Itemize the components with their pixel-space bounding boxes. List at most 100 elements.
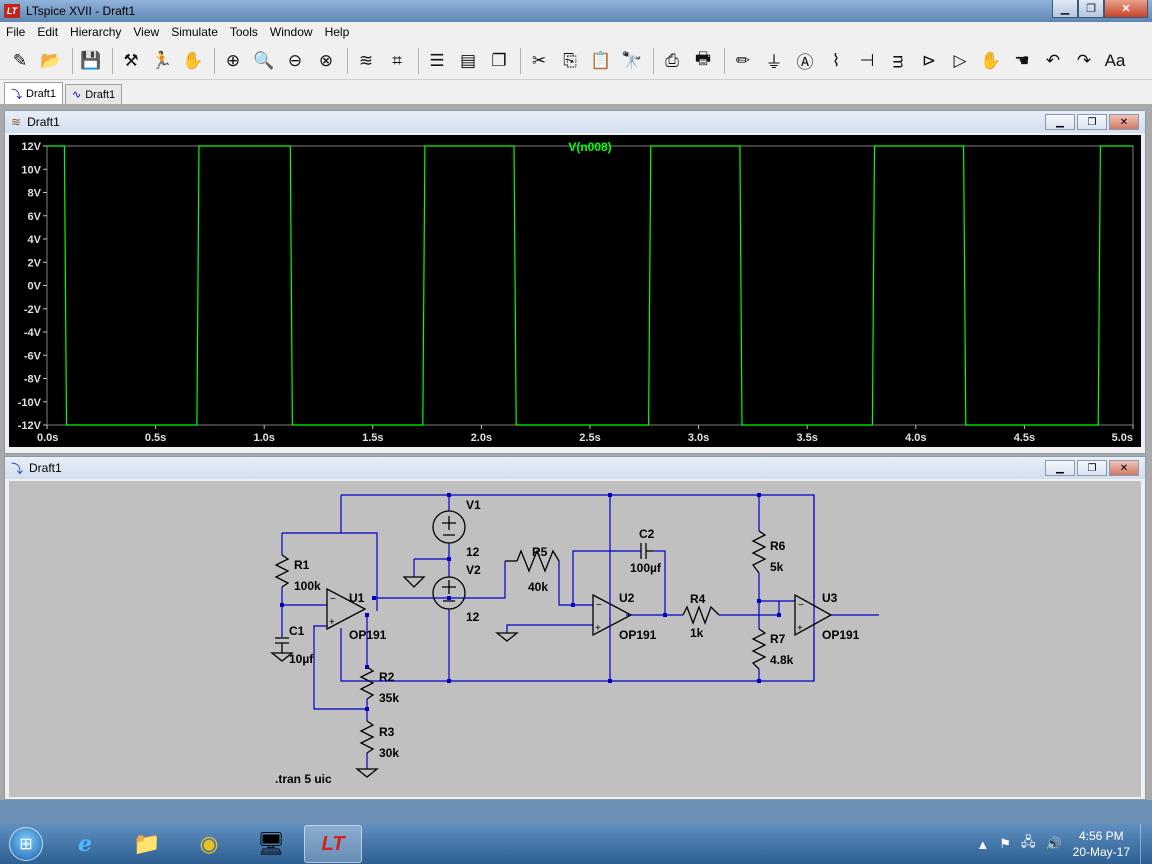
r3-label[interactable]: R3 [379, 725, 395, 739]
schematic-canvas[interactable]: −+ −+ −+ V1 12 V2 12 R1 100k C1 10µf U1 … [9, 481, 1141, 797]
label-net-icon[interactable]: Ⓐ [796, 53, 814, 72]
schematic-minimize-button[interactable]: ▁ [1045, 460, 1075, 476]
save-icon[interactable]: 💾 [80, 50, 102, 70]
r1-value[interactable]: 100k [294, 579, 321, 593]
find-icon[interactable]: 🔭 [621, 50, 643, 70]
schematic-svg[interactable]: −+ −+ −+ V1 12 V2 12 R1 100k C1 10µf U1 … [9, 481, 1141, 797]
volume-icon[interactable]: 🔊 [1045, 836, 1062, 851]
spice-directive[interactable]: .tran 5 uic [275, 772, 332, 786]
r4-label[interactable]: R4 [690, 592, 706, 606]
zoom-out-icon[interactable]: ⊖ [287, 50, 303, 70]
copy-icon[interactable]: ⎘ [563, 50, 577, 70]
show-hidden-icons-icon[interactable]: ▲ [976, 836, 990, 852]
restore-button[interactable]: ❐ [1078, 0, 1104, 18]
menu-edit[interactable]: Edit [37, 25, 59, 39]
r7-label[interactable]: R7 [770, 632, 786, 646]
waveform-restore-button[interactable]: ❐ [1077, 114, 1107, 130]
inductor-icon[interactable]: ᴟ [892, 50, 904, 70]
control-panel-icon[interactable]: ⚒ [123, 50, 139, 70]
start-button[interactable]: ⊞ [0, 824, 52, 864]
drag-icon[interactable]: ☚ [1014, 50, 1030, 70]
menu-simulate[interactable]: Simulate [171, 25, 218, 39]
ground-icon[interactable]: ⏚ [765, 53, 783, 72]
cascade-icon[interactable]: ❐ [491, 50, 507, 70]
u2-value[interactable]: OP191 [619, 628, 657, 642]
r6-label[interactable]: R6 [770, 539, 786, 553]
menu-window[interactable]: Window [269, 25, 313, 39]
chrome-icon[interactable]: ◉ [199, 831, 219, 856]
v1-label[interactable]: V1 [466, 498, 481, 512]
open-icon[interactable]: 📂 [40, 50, 62, 70]
zoom-fit-icon[interactable]: ⊗ [318, 50, 334, 70]
waveform-close-button[interactable]: ✕ [1109, 114, 1139, 130]
diode-icon[interactable]: ⊳ [921, 50, 937, 70]
c2-value[interactable]: 100µf [630, 561, 662, 575]
move-icon[interactable]: ✋ [980, 50, 1002, 70]
r5-label[interactable]: R5 [532, 545, 548, 559]
network-icon[interactable]: 🖧 [1020, 834, 1036, 849]
action-center-icon[interactable]: ⚑ [999, 836, 1011, 851]
r7-value[interactable]: 4.8k [770, 653, 794, 667]
c1-label[interactable]: C1 [289, 624, 305, 638]
v1-value[interactable]: 12 [466, 545, 480, 559]
trace-label[interactable]: V(n008) [568, 140, 611, 154]
menu-file[interactable]: File [6, 25, 26, 39]
waveform-svg[interactable]: V(n008)12V10V8V6V4V2V0V-2V-4V-6V-8V-10V-… [9, 135, 1141, 447]
schematic-window-titlebar[interactable]: ⤵ Draft1 ▁ ❐ ✕ [5, 457, 1145, 479]
autorange-icon[interactable]: ≋ [358, 50, 374, 70]
menu-help[interactable]: Help [324, 25, 350, 39]
menu-view[interactable]: View [133, 25, 160, 39]
doc-tab[interactable]: ∿Draft1 [64, 84, 123, 104]
undo-icon[interactable]: ↶ [1045, 50, 1061, 70]
tile-vertical-icon[interactable]: ▤ [459, 50, 477, 70]
close-button[interactable]: ✕ [1104, 0, 1148, 18]
v2-label[interactable]: V2 [466, 563, 481, 577]
new-schematic-icon[interactable]: ✎ [12, 50, 28, 70]
pan-icon[interactable]: 🔍 [253, 50, 275, 70]
schematic-close-button[interactable]: ✕ [1109, 460, 1139, 476]
grid-icon[interactable]: ⌗ [392, 50, 402, 70]
u3-value[interactable]: OP191 [822, 628, 860, 642]
c1-value[interactable]: 10µf [289, 652, 314, 666]
cut-icon[interactable]: ✂ [531, 50, 547, 70]
resistor-icon[interactable]: ⌇ [831, 50, 841, 70]
doc-tab[interactable]: ⤵Draft1 [4, 82, 63, 104]
c2-label[interactable]: C2 [639, 527, 655, 541]
component-icon[interactable]: ▷ [953, 50, 967, 70]
print-icon[interactable]: 🖶 [694, 49, 712, 68]
wire-icon[interactable]: ✏ [735, 50, 751, 70]
r2-value[interactable]: 35k [379, 691, 399, 705]
capacitor-icon[interactable]: ⊣ [859, 50, 875, 70]
tile-horizontal-icon[interactable]: ☰ [429, 50, 445, 70]
text-icon[interactable]: Aa [1104, 50, 1126, 70]
print-preview-icon[interactable]: ⎙ [665, 50, 679, 70]
run-icon[interactable]: 🏃 [151, 50, 173, 70]
u1-label[interactable]: U1 [349, 591, 365, 605]
series-line-v-n008[interactable] [47, 145, 1133, 426]
redo-icon[interactable]: ↷ [1076, 50, 1092, 70]
clock[interactable]: 4:56 PM 20-May-17 [1073, 828, 1130, 860]
r5-value[interactable]: 40k [528, 580, 548, 594]
paste-icon[interactable]: 📋 [590, 50, 612, 70]
r1-label[interactable]: R1 [294, 558, 310, 572]
r6-value[interactable]: 5k [770, 560, 784, 574]
minimize-button[interactable]: ▁ [1052, 0, 1078, 18]
schematic-restore-button[interactable]: ❐ [1077, 460, 1107, 476]
menu-tools[interactable]: Tools [229, 25, 258, 39]
halt-icon[interactable]: ✋ [182, 50, 204, 70]
waveform-minimize-button[interactable]: ▁ [1045, 114, 1075, 130]
u3-label[interactable]: U3 [822, 591, 838, 605]
r3-value[interactable]: 30k [379, 746, 399, 760]
v2-value[interactable]: 12 [466, 610, 480, 624]
ltspice-task-icon[interactable]: LT [304, 825, 362, 863]
remote-desktop-icon[interactable]: 🖥 [257, 831, 285, 856]
u1-value[interactable]: OP191 [349, 628, 387, 642]
waveform-window-titlebar[interactable]: ≋ Draft1 ▁ ❐ ✕ [5, 111, 1145, 133]
ie-icon[interactable]: e [78, 831, 92, 857]
zoom-in-icon[interactable]: ⊕ [225, 50, 241, 70]
r2-label[interactable]: R2 [379, 670, 395, 684]
u2-label[interactable]: U2 [619, 591, 635, 605]
explorer-icon[interactable]: 📁 [133, 831, 161, 856]
menu-hierarchy[interactable]: Hierarchy [70, 25, 122, 39]
